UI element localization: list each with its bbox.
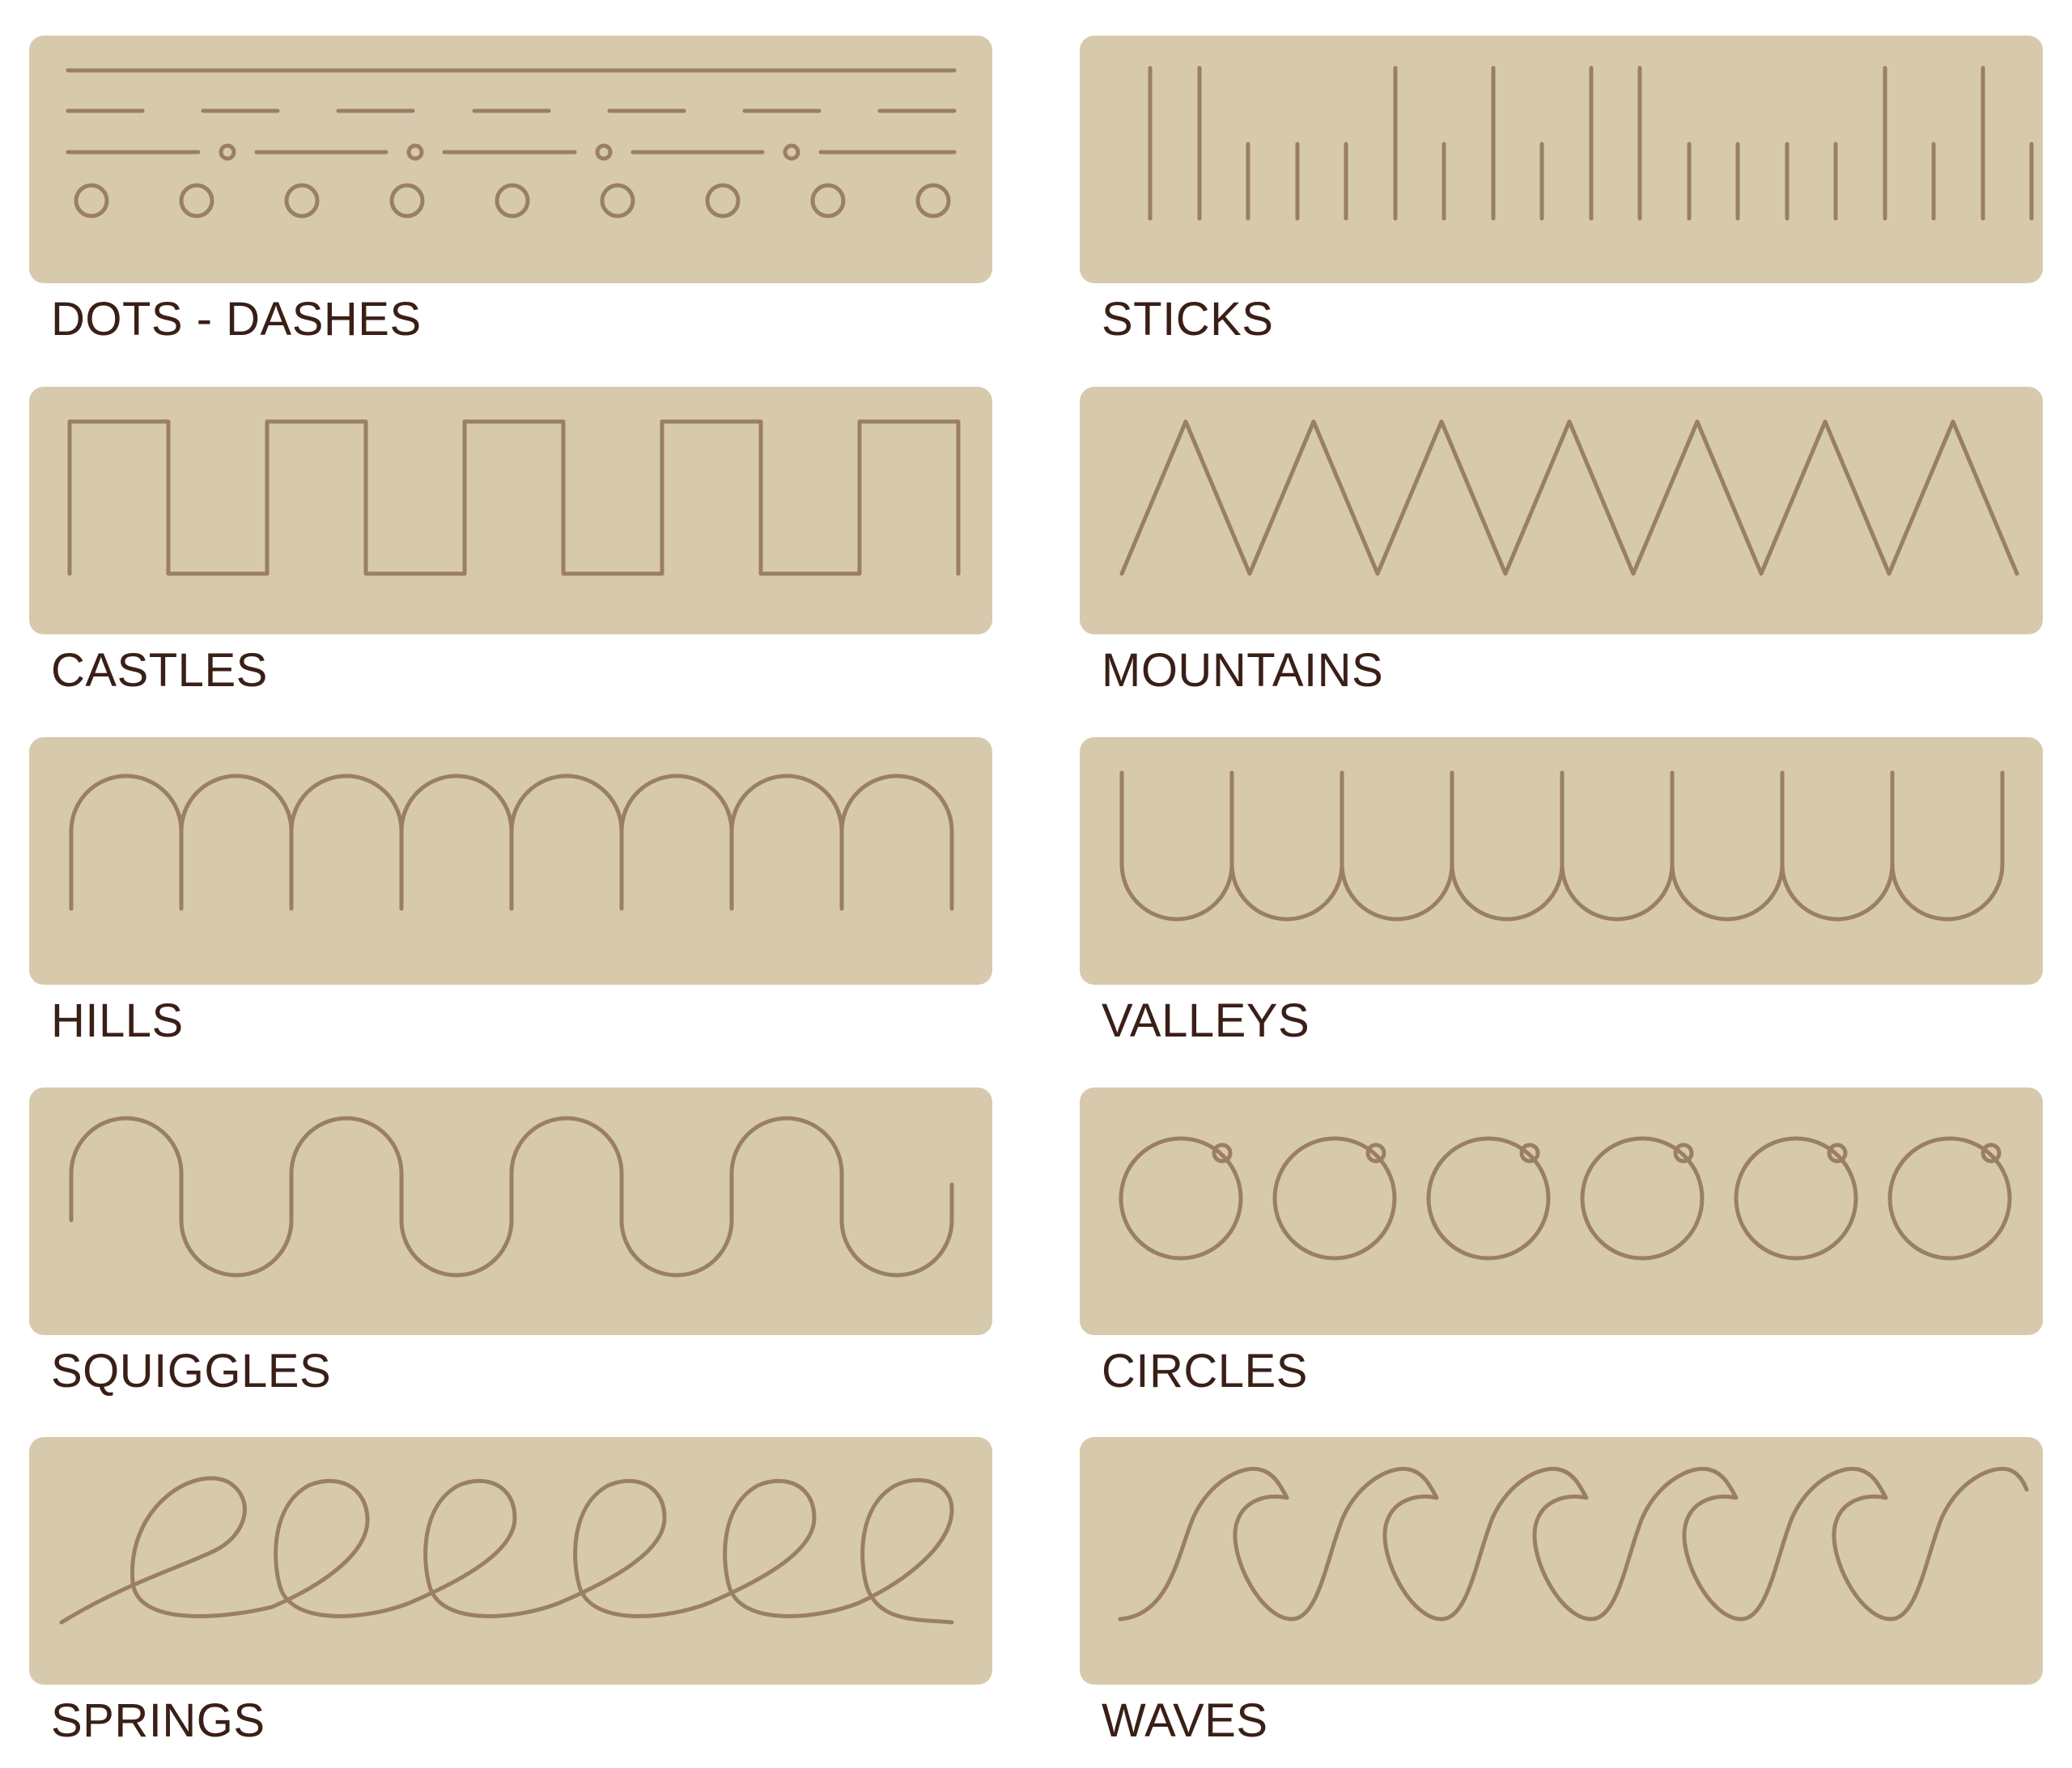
pattern-panel: [1080, 1437, 2043, 1685]
mountains-drawing: [1119, 419, 2019, 576]
pattern-panel: [29, 1437, 992, 1685]
pattern-label: VALLEYS: [1102, 994, 1310, 1047]
dots-dashes-drawing: [66, 68, 957, 218]
pattern-panel: [1080, 737, 2043, 985]
squiggles-drawing: [69, 1116, 954, 1278]
pattern-label: STICKS: [1102, 293, 1274, 346]
sticks-drawing: [1148, 66, 2034, 221]
pattern-label: CIRCLES: [1102, 1345, 1308, 1397]
springs-drawing: [59, 1476, 954, 1625]
pattern-label: DOTS - DASHES: [51, 293, 422, 346]
pattern-panel: [29, 737, 992, 985]
pattern-label: HILLS: [51, 994, 184, 1047]
pattern-panel: [1080, 36, 2043, 283]
pattern-label: MOUNTAINS: [1102, 644, 1384, 697]
pattern-panel: [29, 1088, 992, 1335]
pattern-label: WAVES: [1102, 1694, 1268, 1747]
valleys-drawing: [1119, 770, 2005, 922]
pattern-panel: [29, 387, 992, 634]
pattern-panel: [1080, 387, 2043, 634]
pattern-panel: [29, 36, 992, 283]
hills-drawing: [69, 774, 954, 911]
pattern-label: SQUIGGLES: [51, 1345, 332, 1397]
pattern-label: CASTLES: [51, 644, 268, 697]
pattern-label: SPRINGS: [51, 1694, 265, 1747]
pattern-panel: [1080, 1088, 2043, 1335]
castles-drawing: [67, 419, 961, 576]
circles-drawing: [1119, 1136, 2012, 1261]
waves-drawing: [1118, 1466, 2029, 1622]
